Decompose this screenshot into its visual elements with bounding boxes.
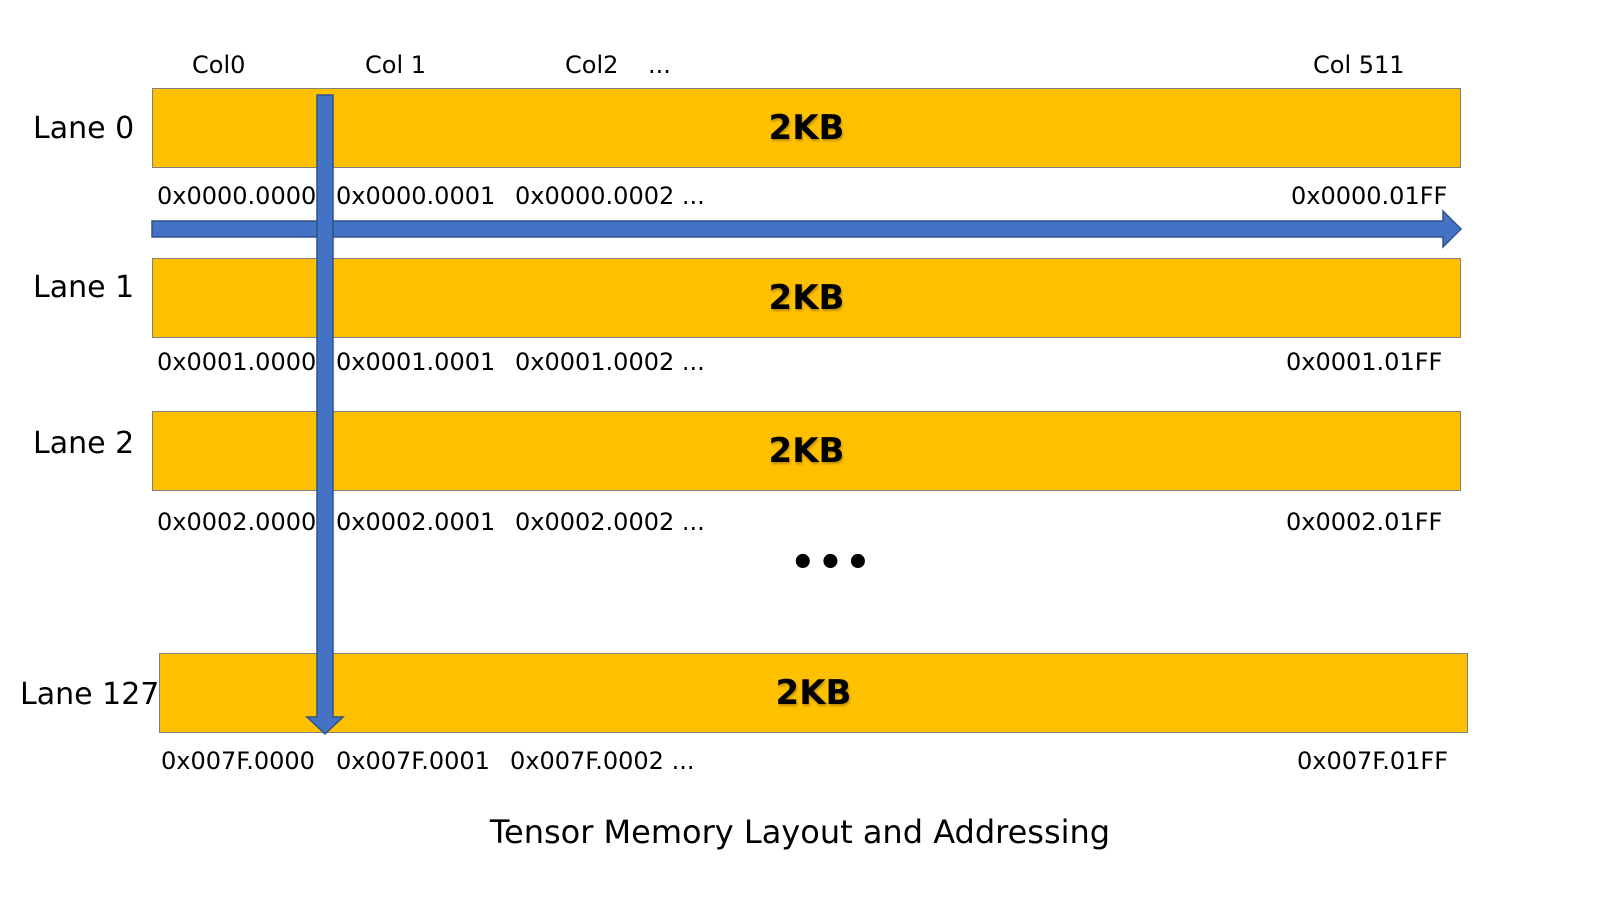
- diagram-caption: Tensor Memory Layout and Addressing: [489, 813, 1111, 851]
- address-lane0-col511: 0x0000.01FF: [1291, 182, 1448, 210]
- column-header-col2: Col2: [565, 51, 619, 79]
- column-header-col0: Col0: [192, 51, 246, 79]
- lane-size-127: 2KB: [775, 673, 852, 713]
- address-lane2-col1: 0x0002.0001: [336, 508, 496, 536]
- lane-size-2: 2KB: [768, 431, 845, 471]
- lane-size-1: 2KB: [768, 278, 845, 318]
- column-header-col511: Col 511: [1313, 51, 1405, 79]
- address-lane127-col0: 0x007F.0000: [161, 747, 315, 775]
- lane-label-127: Lane 127: [20, 677, 160, 712]
- lane-bar-2: 2KB: [152, 411, 1461, 491]
- lane-label-1: Lane 1: [33, 270, 135, 305]
- address-lane0-col2: 0x0000.0002 ...: [515, 182, 705, 210]
- address-lane1-col1: 0x0001.0001: [336, 348, 496, 376]
- lane-bar-127: 2KB: [159, 653, 1468, 733]
- address-lane0-col1: 0x0000.0001: [336, 182, 496, 210]
- lanes-ellipsis: •••: [790, 540, 873, 586]
- lane-label-0: Lane 0: [33, 111, 135, 146]
- address-lane127-col1: 0x007F.0001: [336, 747, 490, 775]
- lane-size-0: 2KB: [768, 108, 845, 148]
- address-lane127-col2: 0x007F.0002 ...: [510, 747, 695, 775]
- address-lane1-col0: 0x0001.0000: [157, 348, 317, 376]
- address-lane0-col0: 0x0000.0000: [157, 182, 317, 210]
- address-lane127-col511: 0x007F.01FF: [1297, 747, 1449, 775]
- address-lane1-col2: 0x0001.0002 ...: [515, 348, 705, 376]
- lane-label-2: Lane 2: [33, 426, 135, 461]
- address-lane2-col511: 0x0002.01FF: [1286, 508, 1443, 536]
- address-lane2-col2: 0x0002.0002 ...: [515, 508, 705, 536]
- address-lane1-col511: 0x0001.01FF: [1286, 348, 1443, 376]
- column-direction-arrow: [151, 209, 1463, 249]
- column-header-ellipsis: ...: [648, 51, 671, 79]
- address-lane2-col0: 0x0002.0000: [157, 508, 317, 536]
- lane-bar-0: 2KB: [152, 88, 1461, 168]
- lane-bar-1: 2KB: [152, 258, 1461, 338]
- column-header-col1: Col 1: [365, 51, 427, 79]
